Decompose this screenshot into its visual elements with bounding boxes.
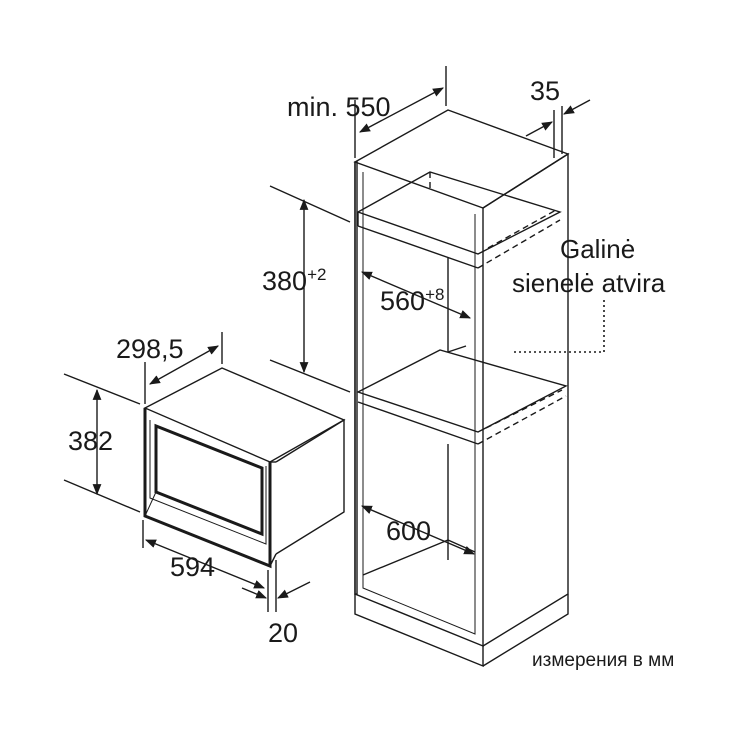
dim-line-appliance-depth <box>149 345 219 385</box>
label-appliance-height: 382 <box>68 426 113 456</box>
niche-floor-shelf <box>356 349 568 433</box>
cabinet-side-panel <box>482 152 569 647</box>
dim-line-cabinet-depth <box>359 87 444 133</box>
dim-line-appliance-width <box>144 539 266 589</box>
cabinet-top <box>353 109 570 209</box>
label-niche-depth: 600 <box>386 516 431 546</box>
cabinet-plinth <box>354 594 484 668</box>
label-appliance-depth: 298,5 <box>116 334 184 364</box>
dim-line-niche-depth <box>360 505 476 555</box>
cabinet-drawing <box>353 109 570 668</box>
label-front-thickness: 20 <box>268 618 298 648</box>
dimension-labels: min. 550 35 380+2 560+8 600 298,5 382 59… <box>68 76 674 671</box>
appliance-front <box>143 408 272 569</box>
label-niche-height: 380+2 <box>262 265 326 296</box>
appliance-door-window <box>154 423 264 537</box>
label-cabinet-depth: min. 550 <box>287 92 391 122</box>
label-appliance-width: 594 <box>170 552 215 582</box>
dimension-lines <box>63 66 605 612</box>
cabinet-front-face <box>354 162 484 648</box>
appliance-drawing <box>143 367 346 569</box>
dim-line-niche-width <box>360 271 472 319</box>
label-side-gap: 35 <box>530 76 560 106</box>
appliance-side <box>275 418 345 555</box>
note-back-wall-line1: Galinė <box>560 234 635 264</box>
label-niche-width: 560+8 <box>380 285 444 316</box>
appliance-top <box>143 367 346 463</box>
note-units: измерения в мм <box>532 650 674 671</box>
back-wall-leader <box>512 300 605 353</box>
upper-shelf <box>356 171 562 255</box>
note-back-wall-line2: sienelė atvira <box>512 268 666 298</box>
